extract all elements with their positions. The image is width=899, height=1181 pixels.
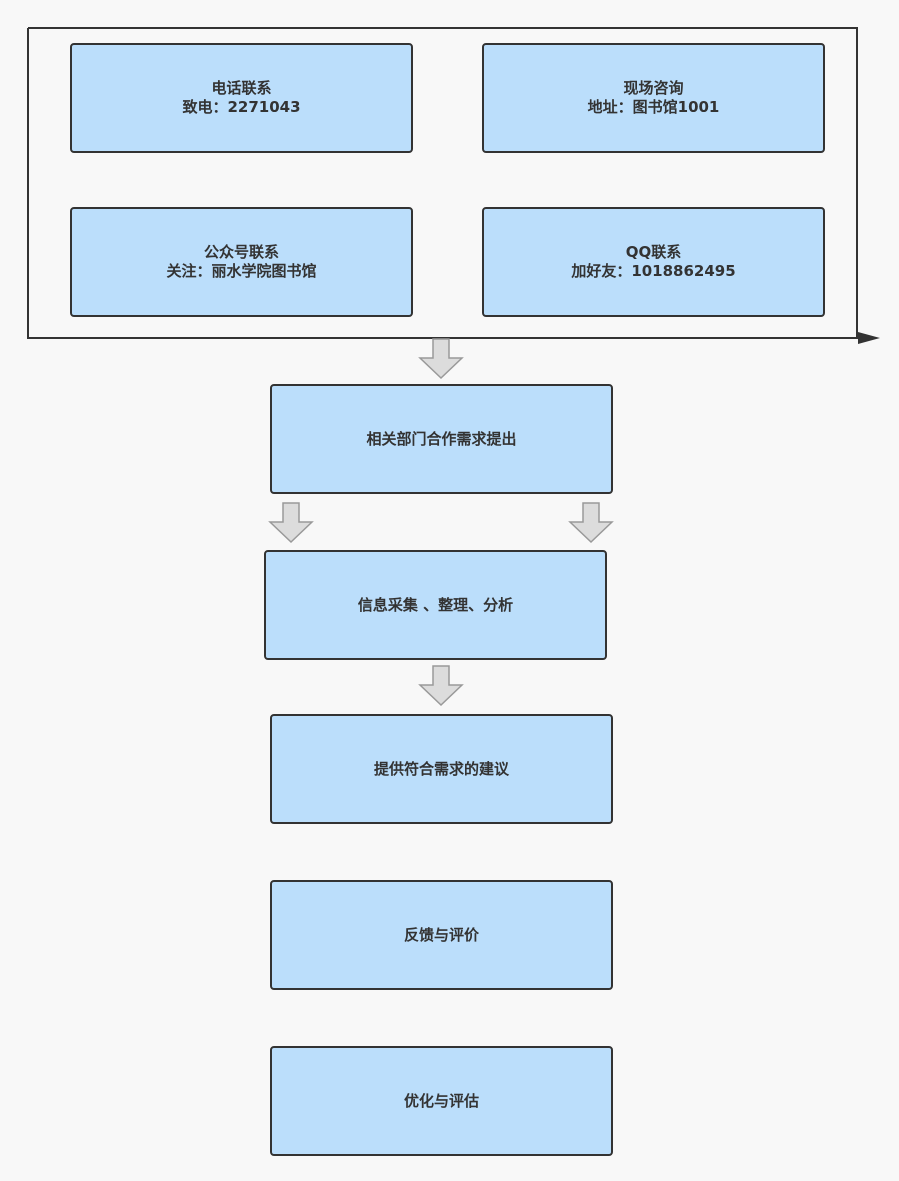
contact-title: 电话联系 [211, 79, 272, 97]
contact-group-frame [27, 27, 880, 344]
contact-detail: 致电：2271043 [182, 98, 301, 116]
contact-box-wechat: 公众号联系 关注：丽水学院图书馆 [70, 207, 413, 317]
step-box-optimize: 优化与评估 [270, 1046, 613, 1156]
down-arrow-icon [268, 502, 314, 544]
down-arrow-icon [418, 665, 464, 707]
contact-title: 公众号联系 [203, 243, 279, 261]
frame-arrowhead-icon [858, 332, 880, 344]
contact-title: QQ联系 [625, 243, 682, 261]
step-box-collect: 信息采集 、整理、分析 [264, 550, 607, 660]
step-label: 提供符合需求的建议 [373, 759, 509, 778]
step-box-request: 相关部门合作需求提出 [270, 384, 613, 494]
step-label: 反馈与评价 [403, 925, 479, 944]
contact-box-qq: QQ联系 加好友：1018862495 [482, 207, 825, 317]
contact-detail: 加好友：1018862495 [571, 262, 736, 280]
contact-title: 现场咨询 [623, 79, 684, 97]
step-label: 信息采集 、整理、分析 [357, 595, 514, 614]
step-box-feedback: 反馈与评价 [270, 880, 613, 990]
contact-box-onsite: 现场咨询 地址：图书馆1001 [482, 43, 825, 153]
down-arrow-icon [418, 338, 464, 380]
step-box-advise: 提供符合需求的建议 [270, 714, 613, 824]
contact-box-phone: 电话联系 致电：2271043 [70, 43, 413, 153]
step-label: 优化与评估 [403, 1091, 479, 1110]
contact-detail: 关注：丽水学院图书馆 [166, 262, 317, 280]
step-label: 相关部门合作需求提出 [366, 429, 517, 448]
contact-detail: 地址：图书馆1001 [587, 98, 720, 116]
down-arrow-icon [568, 502, 614, 544]
